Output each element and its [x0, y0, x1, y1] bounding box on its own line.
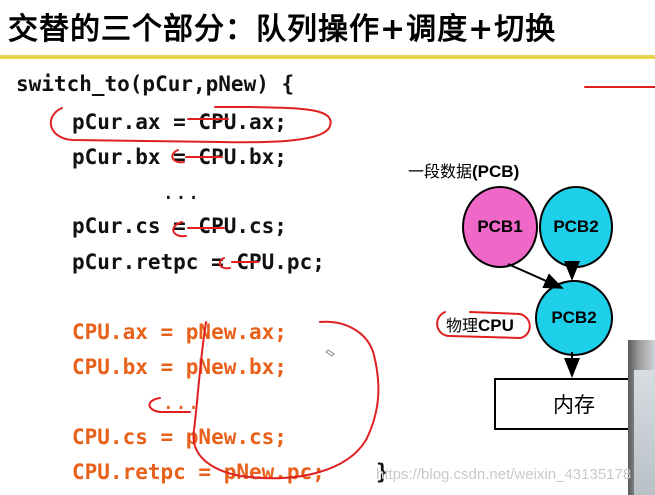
- code-save-bx: pCur.bx = CPU.bx;: [72, 145, 287, 169]
- watermark: https://blog.csdn.net/weixin_43135178: [376, 466, 632, 483]
- pcb2-node: PCB2: [539, 186, 613, 268]
- slide-title: 交替的三个部分：队列操作+调度+切换: [8, 12, 557, 47]
- cursor-icon: [325, 349, 335, 357]
- pcb-caption: 一段数据(PCB): [408, 162, 520, 181]
- pcb2-label: PCB2: [553, 217, 599, 236]
- title-rule: [0, 55, 655, 59]
- code-save-retpc: pCur.retpc = CPU.pc;: [72, 250, 325, 274]
- code-restore-retpc: CPU.retpc = pNew.pc;: [72, 460, 325, 484]
- code-header: switch_to(pCur,pNew) {: [16, 72, 295, 96]
- current-pcb-node: PCB2: [535, 280, 613, 356]
- code-save-ellipsis: ...: [162, 180, 200, 204]
- pcb1-node: PCB1: [462, 186, 538, 268]
- code-restore-bx: CPU.bx = pNew.bx;: [72, 355, 287, 379]
- current-pcb-label: PCB2: [551, 308, 597, 327]
- physical-cpu-label: 物理CPU: [446, 316, 514, 335]
- red-loop-restore: [192, 320, 380, 480]
- code-save-ax: pCur.ax = CPU.ax;: [72, 110, 287, 134]
- photo-edge: [628, 340, 655, 495]
- code-restore-cs: CPU.cs = pNew.cs;: [72, 425, 287, 449]
- pcb1-label: PCB1: [477, 217, 523, 236]
- code-restore-ax: CPU.ax = pNew.ax;: [72, 320, 287, 344]
- code-save-cs: pCur.cs = CPU.cs;: [72, 214, 287, 238]
- code-restore-ellipsis: ...: [162, 390, 200, 414]
